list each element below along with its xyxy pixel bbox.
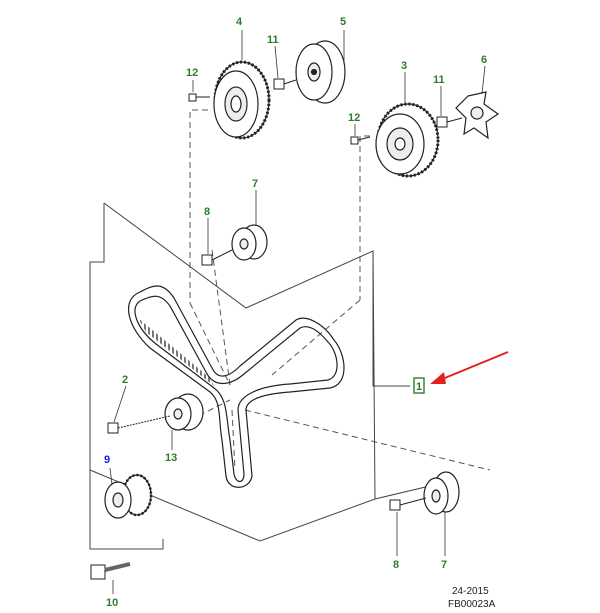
callout-labels: 4 5 11 12 3 11 6 12 8 7 2 13 9 10 8 7 [104,16,487,609]
camshaft-sprocket-left [213,60,271,140]
idler-pulley-lower [423,471,460,515]
callout-10: 10 [106,597,118,609]
bolt-10 [90,562,131,580]
callout-6: 6 [481,54,487,66]
callout-8-lower: 8 [393,559,399,571]
footer-code-line1: 24-2015 [452,586,489,597]
callout-12-right: 12 [348,112,360,124]
callout-5: 5 [340,16,346,28]
callout-12-left: 12 [186,67,198,79]
red-arrow-icon [430,351,509,384]
frame-outline [89,202,456,550]
crankshaft-sprocket [104,473,153,519]
callout-9: 9 [104,454,110,466]
callout-leaders [109,30,486,594]
callout-1-box: 1 [413,377,425,394]
callout-8-upper: 8 [204,206,210,218]
leader-lines [189,109,491,471]
bolt-2 [107,415,171,434]
callout-3: 3 [401,60,407,72]
callout-7-lower: 7 [441,559,447,571]
callout-7-upper: 7 [252,178,258,190]
belt-teeth [138,318,214,386]
callout-4: 4 [236,16,243,28]
callout-11-right: 11 [433,74,445,86]
callout-13: 13 [165,452,177,464]
bolt-8-upper [201,249,233,266]
callout-2: 2 [122,374,128,386]
callout-1: 1 [416,381,422,393]
bolt-8-lower [389,497,427,511]
bolt-11-left [273,78,297,90]
hub-plate [455,91,500,140]
camshaft-sprocket-right [375,102,440,178]
pulley [295,40,346,104]
timing-belt [128,285,345,488]
idler-pulley-upper [231,224,268,261]
callout-11-left: 11 [267,34,279,46]
tensioner [164,393,204,431]
bolt-12-right [350,136,371,145]
bolt-12-left [188,93,210,102]
footer-code-line2: FB00023A [448,599,496,610]
bolt-11-right [436,116,463,128]
